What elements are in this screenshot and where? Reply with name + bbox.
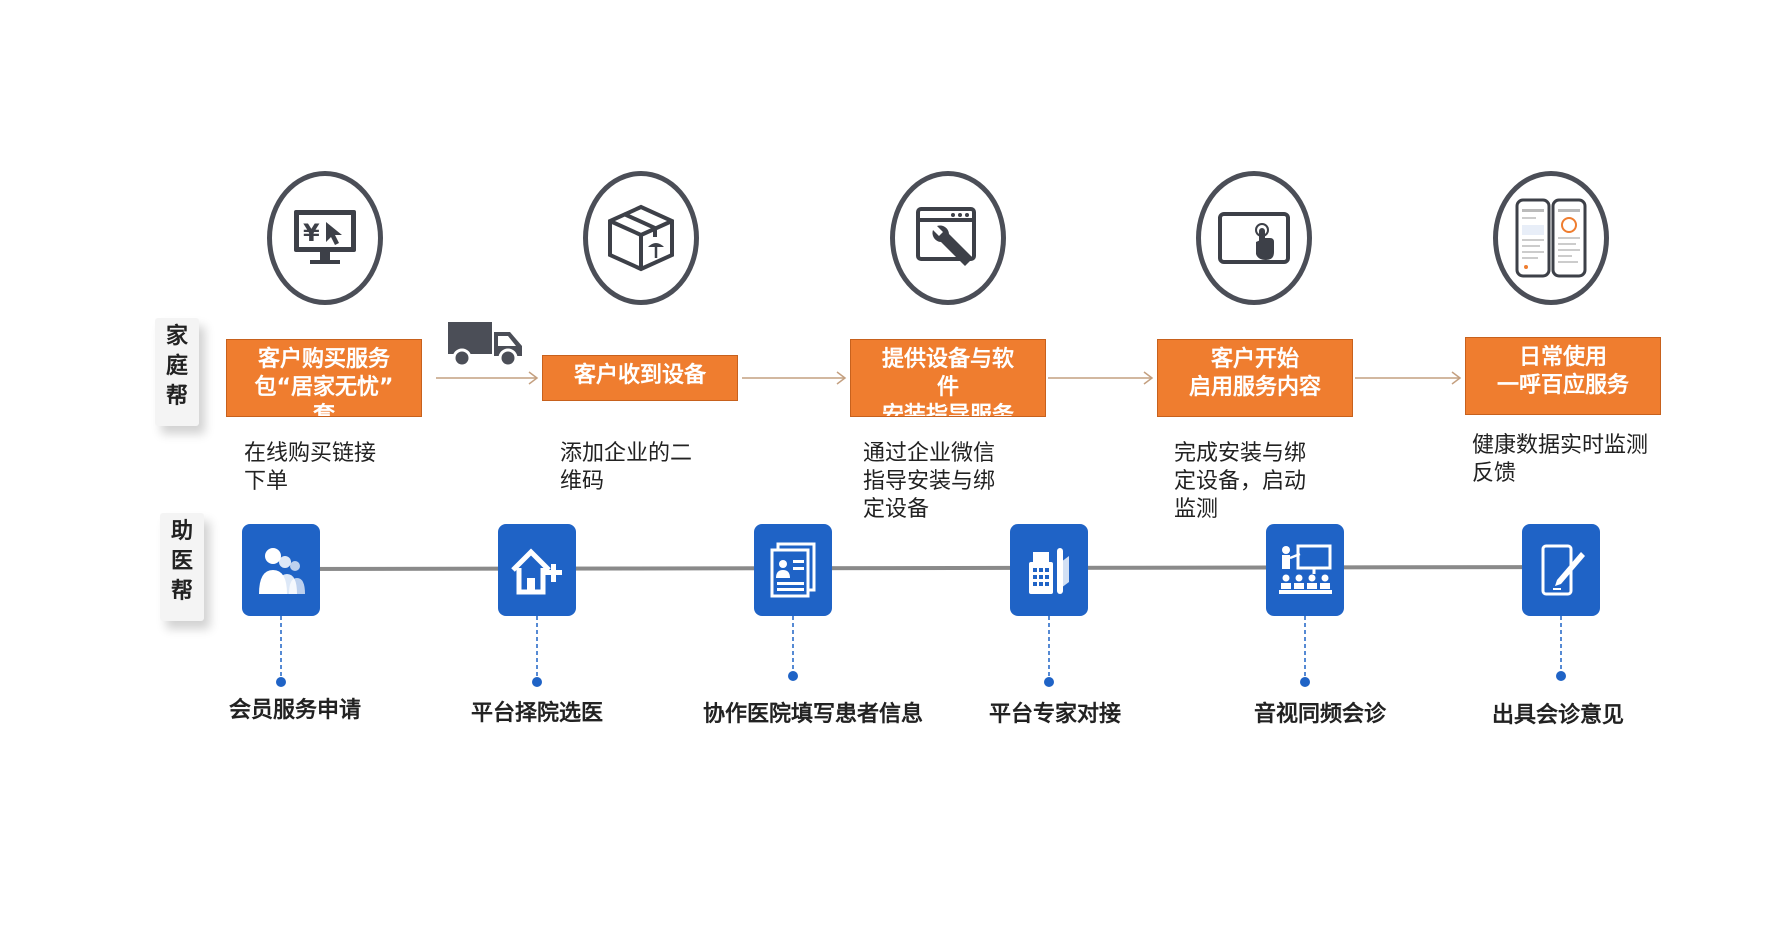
arrow-3-head <box>1143 371 1154 385</box>
step-4-box: 客户开始 启用服务内容 <box>1157 339 1353 417</box>
arrow-1-head <box>528 371 539 385</box>
pen-tablet-icon <box>1541 544 1585 596</box>
dot-4 <box>1044 677 1054 687</box>
dot-2 <box>532 677 542 687</box>
bottom-step-2-label: 平台择院选医 <box>470 701 603 726</box>
dot-1 <box>276 677 286 687</box>
step-3-desc: 通过企业微信 指导安装与绑 定设备 <box>863 441 996 522</box>
bottom-step-6-tile <box>1522 524 1600 616</box>
arrow-4-head <box>1451 371 1462 385</box>
browser-wrench-icon <box>916 207 976 266</box>
step-1-box: 客户购买服务 包“居家无忧” 套 <box>226 339 422 417</box>
bottom-timeline <box>281 565 1601 571</box>
monitor-yuan-icon: ¥ <box>294 210 356 264</box>
step-2-box: 客户收到设备 <box>542 355 738 401</box>
bottom-step-5-tile <box>1266 524 1344 616</box>
house-plus-icon <box>511 548 562 595</box>
bottom-step-2-tile <box>498 524 576 616</box>
bottom-step-1-tile <box>242 524 320 616</box>
step-3-box: 提供设备与软 件 安装指导服务 <box>850 339 1046 417</box>
svg-text:¥: ¥ <box>303 219 320 247</box>
step-1-circle: ¥ <box>267 171 383 305</box>
tablet-touch-icon <box>1218 212 1290 264</box>
users-icon <box>259 548 305 594</box>
step-4-desc: 完成安装与绑 定设备，启动 监测 <box>1174 441 1307 522</box>
bottom-step-3-label: 协作医院填写患者信息 <box>702 702 923 727</box>
step-2-desc: 添加企业的二 维码 <box>560 441 693 494</box>
step-5-circle <box>1493 171 1609 305</box>
office-phone-icon <box>1029 548 1069 594</box>
bottom-step-4-label: 平台专家对接 <box>988 702 1121 727</box>
truck-icon <box>448 322 522 368</box>
medical-record-icon <box>770 542 816 598</box>
step-1-desc: 在线购买链接 下单 <box>244 441 377 494</box>
step-2-circle <box>583 171 699 305</box>
bottom-step-5-label: 音视同频会诊 <box>1253 702 1386 727</box>
package-box-icon <box>608 204 674 272</box>
doctor-help-label: 助 医 帮 <box>160 513 204 621</box>
phones-app-icon <box>1515 198 1587 278</box>
dot-3 <box>788 671 798 681</box>
step-5-desc: 健康数据实时监测 反馈 <box>1472 433 1649 486</box>
arrow-2-head <box>836 371 847 385</box>
family-help-label: 家 庭 帮 <box>155 318 199 426</box>
dot-5 <box>1300 677 1310 687</box>
bottom-step-1-label: 会员服务申请 <box>228 698 361 723</box>
bottom-step-6-label: 出具会诊意见 <box>1491 703 1624 728</box>
bottom-step-3-tile <box>754 524 832 616</box>
step-5-box: 日常使用 一呼百应服务 <box>1465 337 1661 415</box>
step-4-circle <box>1196 171 1312 305</box>
presentation-icon <box>1279 544 1332 594</box>
dot-6 <box>1556 671 1566 681</box>
step-3-circle <box>890 171 1006 305</box>
bottom-step-4-tile <box>1010 524 1088 616</box>
